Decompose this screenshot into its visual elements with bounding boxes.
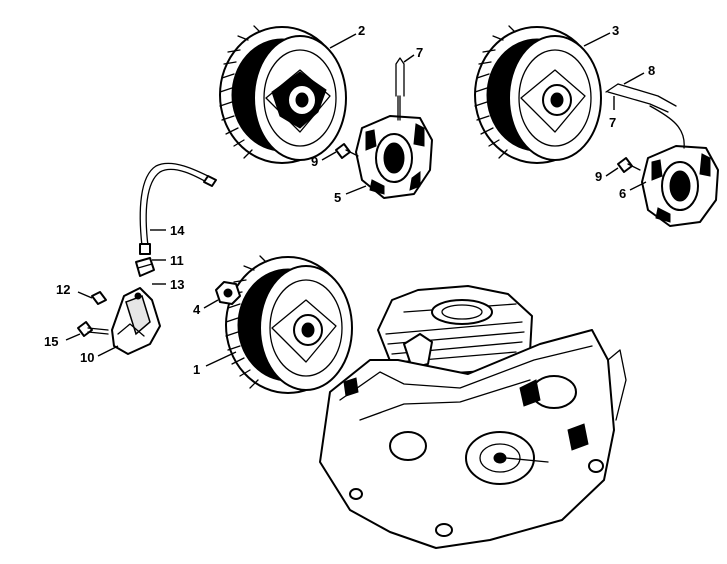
wire-part-14[interactable] xyxy=(139,162,217,247)
callout-10: 10 xyxy=(80,350,94,365)
grommet-part-13[interactable] xyxy=(135,257,155,277)
screw-part-15[interactable] xyxy=(77,321,109,337)
callout-9b: 9 xyxy=(595,169,602,184)
callout-4: 4 xyxy=(193,302,201,317)
nut-part-4[interactable] xyxy=(215,281,241,305)
bracket-part-10[interactable] xyxy=(111,287,161,355)
wire-part-7-left[interactable] xyxy=(395,57,405,97)
callout-8: 8 xyxy=(648,63,655,78)
callout-14: 14 xyxy=(170,223,185,238)
callout-labels: 1 2 3 4 5 6 7 7 8 9 9 10 11 12 13 14 15 xyxy=(44,23,655,377)
callout-2: 2 xyxy=(358,23,365,38)
engine-crankcase xyxy=(319,285,627,549)
screw-part-9-left[interactable] xyxy=(335,143,359,159)
ignition-module-part-5[interactable] xyxy=(355,95,433,199)
callout-7a: 7 xyxy=(416,45,423,60)
callout-13: 13 xyxy=(170,277,184,292)
sleeve-part-11[interactable] xyxy=(139,243,151,255)
flywheel-part-3[interactable] xyxy=(474,25,602,164)
callout-1: 1 xyxy=(193,362,200,377)
screw-part-9-right[interactable] xyxy=(617,157,641,173)
callout-7b: 7 xyxy=(609,115,616,130)
callout-6: 6 xyxy=(619,186,626,201)
callout-3: 3 xyxy=(612,23,619,38)
callout-15: 15 xyxy=(44,334,58,349)
flywheel-part-1[interactable] xyxy=(225,255,353,394)
callout-11: 11 xyxy=(170,253,184,268)
callout-12: 12 xyxy=(56,282,70,297)
wire-parts-7-8-right[interactable] xyxy=(605,83,677,113)
leader-lines xyxy=(65,32,647,367)
ignition-module-part-6[interactable] xyxy=(641,105,719,227)
flywheel-part-2[interactable] xyxy=(219,25,347,164)
callout-5: 5 xyxy=(334,190,341,205)
callout-9a: 9 xyxy=(311,154,318,169)
clip-part-12[interactable] xyxy=(91,291,107,305)
